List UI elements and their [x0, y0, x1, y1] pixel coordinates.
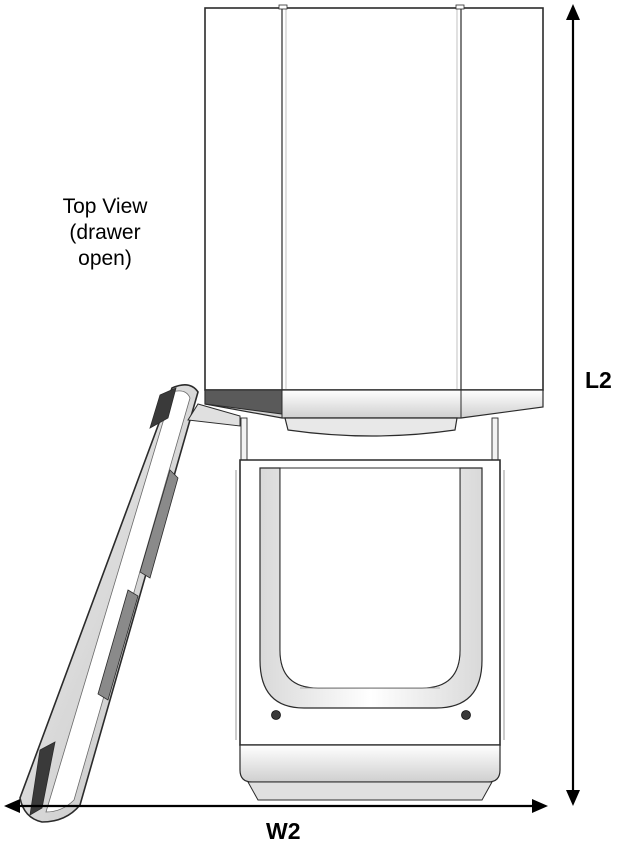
width-dimension-label: W2: [266, 818, 301, 844]
cabinet-front-strip: [204, 389, 544, 437]
view-caption-line-3: open): [78, 247, 132, 270]
view-caption-line-2: (drawer: [69, 221, 141, 244]
view-caption-line-1: Top View: [62, 195, 148, 218]
view-caption: Top View (drawer open): [30, 194, 180, 272]
open-lid: [19, 384, 241, 823]
length-dimension-label: L2: [585, 367, 612, 393]
cabinet-body: [204, 4, 544, 391]
drawer-frame: [235, 459, 505, 801]
length-dimension-arrow: [566, 4, 580, 806]
width-dimension-arrow: [4, 799, 548, 813]
